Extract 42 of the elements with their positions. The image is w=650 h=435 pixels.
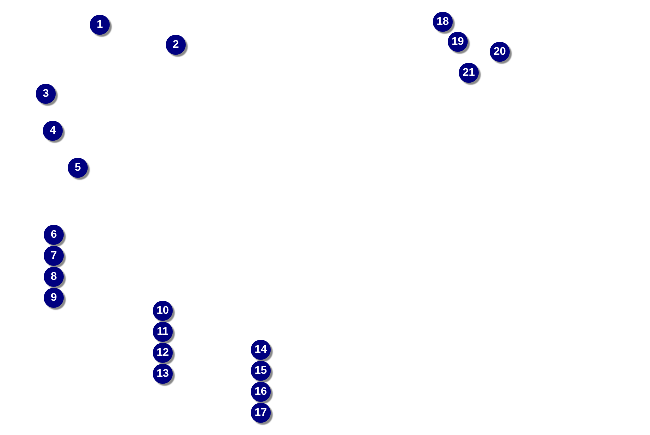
callout-circle: [153, 301, 173, 321]
callout-number: 12: [156, 348, 170, 358]
callout-circle: [433, 12, 453, 32]
callout-circle: [90, 15, 110, 35]
callout-number: 1: [96, 20, 104, 30]
callout-circle: [459, 63, 479, 83]
callout-number: 15: [254, 366, 268, 376]
callout-circle: [251, 403, 271, 423]
callout-circle: [166, 35, 186, 55]
callout-number: 13: [156, 368, 170, 380]
callout-circle: [153, 364, 173, 384]
callout-circle: [44, 267, 64, 287]
callout-number: 20: [494, 46, 506, 58]
callout-number: 14: [254, 344, 268, 356]
callout-number: 4: [50, 126, 56, 136]
callout-number: 17: [254, 408, 268, 418]
callout-circle: [251, 382, 271, 402]
callout-circle: [44, 288, 64, 308]
callout-number: 3: [42, 88, 50, 100]
callout-number: 8: [50, 272, 58, 282]
callout-number: 11: [157, 326, 169, 338]
callout-circle: [251, 361, 271, 381]
callout-number: 16: [254, 386, 268, 398]
callout-number: 9: [50, 292, 58, 304]
callout-number: 19: [452, 36, 464, 48]
callout-circle: [68, 158, 88, 178]
callout-number: 5: [74, 162, 82, 174]
callout-circle: [153, 343, 173, 363]
callout-circle: [251, 340, 271, 360]
callout-circle: [36, 84, 56, 104]
callout-circle: [448, 32, 468, 52]
callout-number: 21: [462, 68, 476, 78]
callout-number: 7: [50, 250, 58, 262]
callout-circle: [153, 322, 173, 342]
callout-number: 2: [172, 40, 180, 50]
callout-circle: [43, 121, 63, 141]
callout-circle: [44, 225, 64, 245]
callout-number: 10: [156, 306, 170, 316]
callout-number: 18: [436, 16, 450, 28]
callout-number: 6: [50, 230, 58, 240]
callout-circle: [490, 42, 510, 62]
callout-circle: [44, 246, 64, 266]
